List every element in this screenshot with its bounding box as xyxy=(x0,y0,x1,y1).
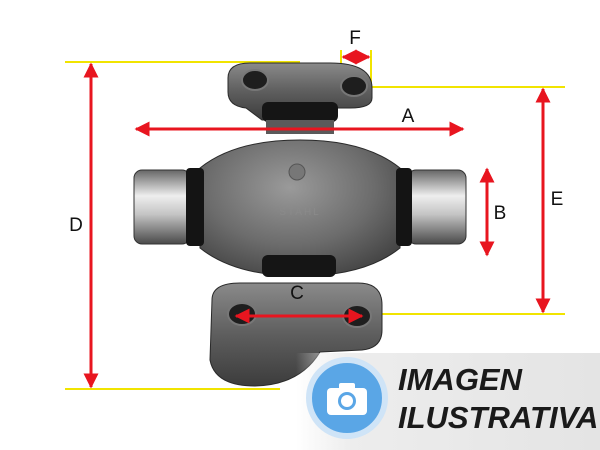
dimension-label-a: A xyxy=(402,106,415,127)
badge-text-line2: ILUSTRATIVA xyxy=(398,400,599,435)
dimension-label-d: D xyxy=(69,215,83,236)
part-marking: STAHL xyxy=(279,207,321,218)
cross-body xyxy=(199,139,401,277)
badge-text-line1: IMAGEN xyxy=(398,362,522,397)
right-bearing-cap xyxy=(396,168,467,246)
dimension-label-c: C xyxy=(290,283,304,304)
top-bearing-cap xyxy=(227,62,373,134)
dimension-label-b: B xyxy=(494,203,507,224)
camera-icon xyxy=(306,357,388,439)
left-bearing-cap xyxy=(133,168,204,246)
illustrative-image-badge: IMAGEN ILUSTRATIVA xyxy=(296,353,600,450)
badge-text: IMAGEN ILUSTRATIVA xyxy=(398,361,598,437)
dimension-label-e: E xyxy=(551,189,564,210)
dimension-label-f: F xyxy=(349,28,361,49)
